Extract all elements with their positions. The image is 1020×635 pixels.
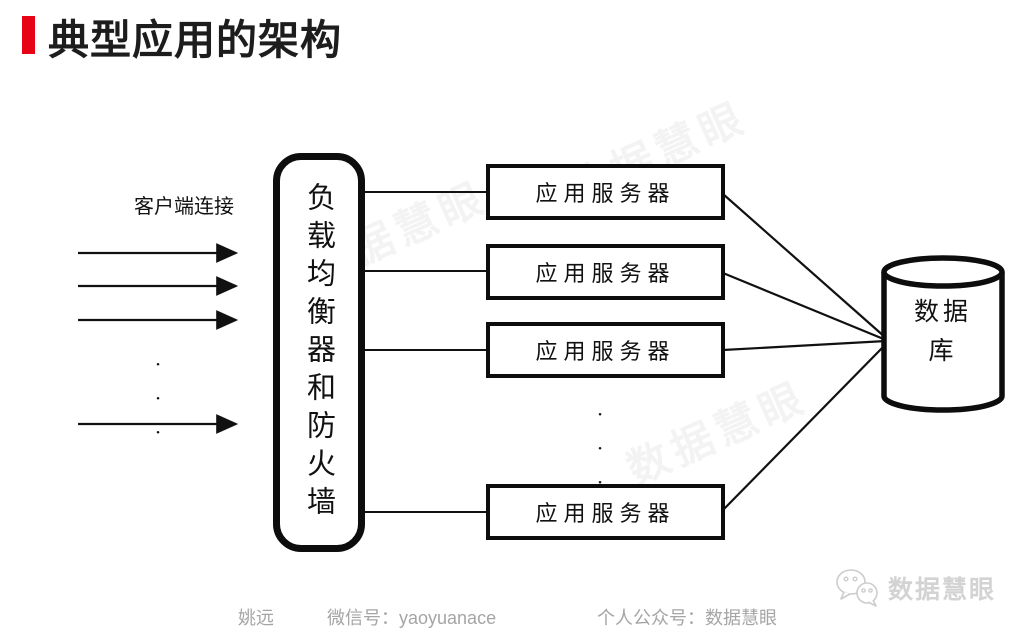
load-balancer-node: 负载均衡器和防火墙	[273, 153, 365, 552]
app-server-node: 应用服务器	[486, 484, 725, 540]
vertical-ellipsis: ···	[146, 352, 170, 454]
app-server-node: 应用服务器	[486, 322, 725, 378]
client-arrows	[78, 243, 239, 434]
brand-logo: 数据慧眼	[834, 568, 996, 608]
page-title: 典型应用的架构	[48, 17, 342, 63]
footer-public-account: 个人公众号：数据慧眼	[597, 608, 777, 628]
footer-author: 姚远	[238, 608, 274, 628]
wechat-bubbles-icon	[836, 569, 878, 607]
database-label: 数据 库	[913, 297, 972, 365]
app-server-node: 应用服务器	[486, 164, 725, 220]
database-cylinder	[881, 255, 1005, 413]
app-server-node: 应用服务器	[486, 244, 725, 300]
lb-to-server-links	[363, 191, 490, 513]
client-connections-label: 客户端连接	[134, 194, 234, 218]
footer-wechat-id: 微信号：yaoyuanace	[327, 608, 497, 628]
title-accent-bar	[22, 16, 35, 54]
load-balancer-label: 负载均衡器和防火墙	[302, 181, 337, 524]
brand-name: 数据慧眼	[888, 576, 997, 604]
server-to-db-links	[722, 193, 887, 511]
